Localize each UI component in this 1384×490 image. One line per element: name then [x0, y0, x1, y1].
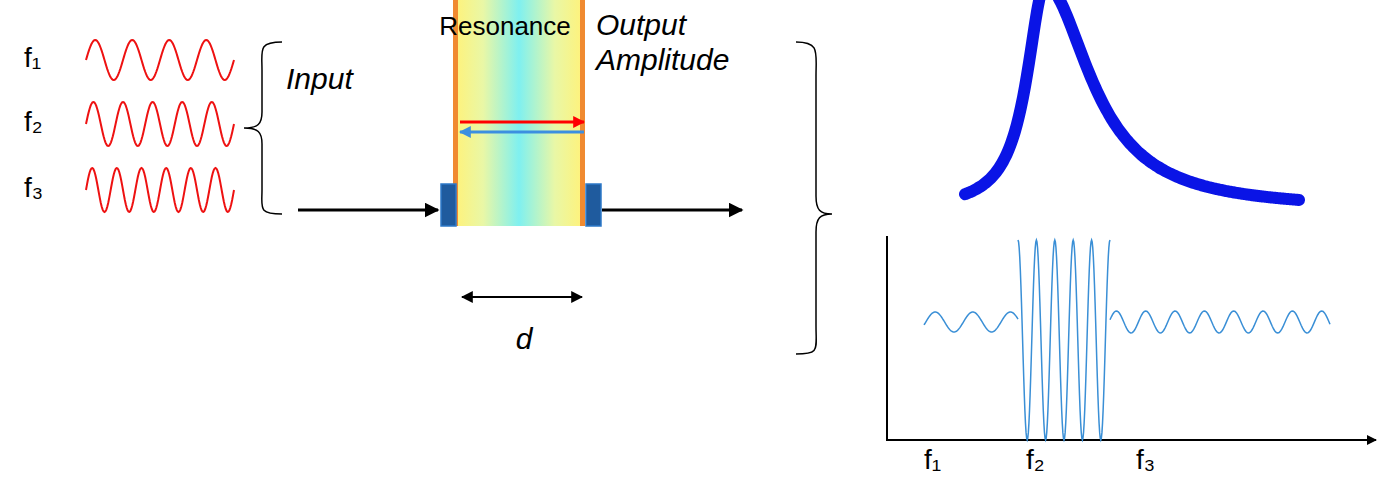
- output-arrow: [602, 209, 742, 212]
- axis-frequency-label: f₁: [924, 444, 941, 476]
- input-wave: [86, 168, 234, 212]
- input-wave: [86, 40, 234, 80]
- output-wave: [1018, 240, 1110, 440]
- axis-frequency-label: f₂: [1026, 444, 1045, 476]
- output-coupler: [586, 184, 601, 226]
- output-wave: [1110, 311, 1330, 333]
- backward-wave-arrow: [460, 131, 584, 134]
- y-axis: [886, 236, 888, 441]
- forward-wave-arrow: [460, 121, 584, 124]
- output-label: Output Amplitude: [596, 8, 746, 77]
- diagram-title: Resonance: [439, 12, 571, 42]
- frequency-label: f₁: [24, 42, 41, 74]
- mirror: [580, 0, 585, 226]
- input-label: Input: [286, 62, 353, 97]
- left-brace: [244, 42, 282, 214]
- dimension-label: d: [516, 322, 533, 357]
- x-axis: [886, 439, 1376, 441]
- frequency-label: f₃: [24, 172, 43, 204]
- input-coupler: [441, 184, 456, 226]
- resonance-curve: [965, 0, 1299, 200]
- input-arrow: [298, 209, 438, 212]
- input-wave: [86, 102, 234, 146]
- dimension-arrow: [462, 296, 582, 298]
- output-wave: [924, 312, 1018, 332]
- axis-frequency-label: f₃: [1136, 444, 1155, 476]
- frequency-label: f₂: [24, 106, 43, 138]
- right-brace: [796, 42, 832, 354]
